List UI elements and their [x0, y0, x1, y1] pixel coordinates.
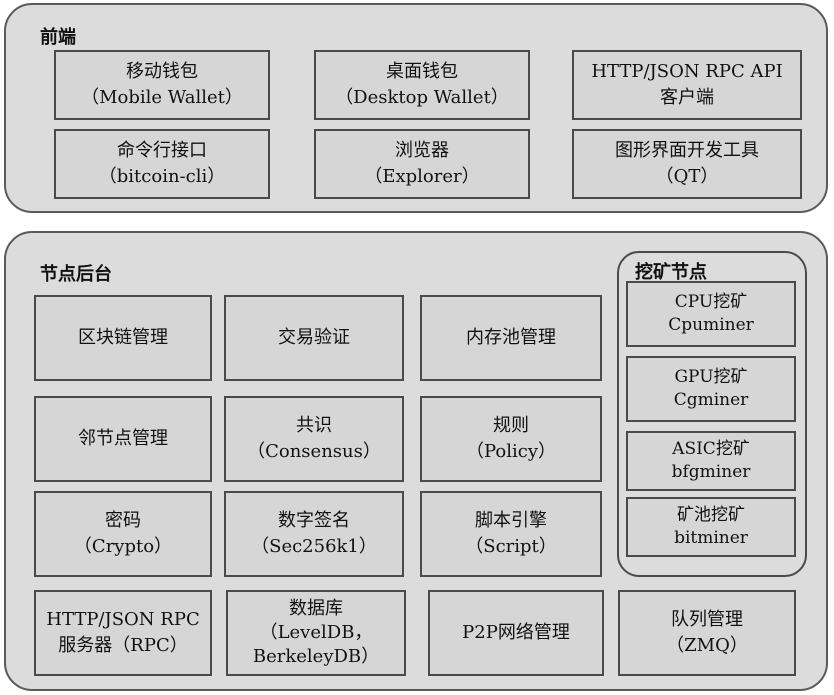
rpc-api-client-sublabel: 客户端: [660, 87, 714, 108]
script-engine-sublabel: （Script）: [465, 536, 557, 557]
policy-label: 规则: [493, 415, 529, 436]
p2p-network-label: P2P网络管理: [462, 622, 570, 643]
rpc-server-label: HTTP/JSON RPC: [46, 609, 200, 630]
mobile-wallet-sublabel: （Mobile Wallet）: [81, 87, 243, 108]
gpu-mining-box: GPU挖矿 Cgminer: [626, 356, 796, 422]
database-sublabel-2: BerkeleyDB）: [252, 646, 380, 667]
rpc-api-client-box: HTTP/JSON RPC API 客户端: [572, 50, 802, 120]
asic-mining-box: ASIC挖矿 bfgminer: [626, 431, 796, 491]
rpc-server-sublabel: 服务器（RPC）: [58, 635, 188, 656]
qt-label: 图形界面开发工具: [615, 140, 759, 161]
crypto-sublabel: （Crypto）: [73, 536, 173, 557]
cli-label: 命令行接口: [117, 140, 207, 161]
peer-management-box: 邻节点管理: [34, 396, 212, 482]
backend-title: 节点后台: [40, 264, 112, 285]
consensus-box: 共识 （Consensus）: [224, 396, 404, 482]
mempool-management-label: 内存池管理: [466, 327, 556, 348]
qt-sublabel: （QT）: [655, 166, 719, 187]
cli-box: 命令行接口 （bitcoin-cli）: [54, 129, 270, 199]
script-engine-box: 脚本引擎 （Script）: [420, 491, 602, 577]
desktop-wallet-label: 桌面钱包: [386, 61, 458, 82]
pool-mining-box: 矿池挖矿 bitminer: [626, 497, 796, 557]
p2p-network-box: P2P网络管理: [428, 590, 604, 676]
consensus-sublabel: （Consensus）: [247, 441, 381, 462]
explorer-box: 浏览器 （Explorer）: [314, 129, 530, 199]
desktop-wallet-sublabel: （Desktop Wallet）: [335, 87, 509, 108]
peer-management-label: 邻节点管理: [78, 428, 168, 449]
database-sublabel: （LevelDB，: [259, 622, 373, 643]
explorer-label: 浏览器: [395, 140, 449, 161]
rpc-server-box: HTTP/JSON RPC 服务器（RPC）: [34, 590, 212, 676]
database-label: 数据库: [289, 598, 343, 619]
pool-mining-label: 矿池挖矿: [677, 505, 745, 525]
signature-label: 数字签名: [278, 510, 350, 531]
mempool-management-box: 内存池管理: [420, 295, 602, 381]
blockchain-management-box: 区块链管理: [34, 295, 212, 381]
script-engine-label: 脚本引擎: [475, 510, 547, 531]
asic-mining-label: ASIC挖矿: [672, 439, 750, 459]
cpu-mining-label: CPU挖矿: [674, 292, 748, 312]
crypto-label: 密码: [105, 510, 141, 531]
mobile-wallet-label: 移动钱包: [126, 61, 198, 82]
policy-box: 规则 （Policy）: [420, 396, 602, 482]
queue-management-label: 队列管理: [671, 609, 743, 630]
frontend-title: 前端: [40, 27, 76, 48]
signature-sublabel: （Sec256k1）: [251, 536, 377, 557]
gpu-mining-sublabel: Cgminer: [673, 390, 749, 410]
explorer-sublabel: （Explorer）: [364, 166, 480, 187]
desktop-wallet-box: 桌面钱包 （Desktop Wallet）: [314, 50, 530, 120]
blockchain-management-label: 区块链管理: [78, 327, 168, 348]
qt-box: 图形界面开发工具 （QT）: [572, 129, 802, 199]
asic-mining-sublabel: bfgminer: [671, 462, 751, 482]
queue-management-sublabel: （ZMQ）: [666, 635, 748, 656]
transaction-validation-label: 交易验证: [278, 327, 350, 348]
rpc-api-client-label: HTTP/JSON RPC API: [591, 61, 783, 82]
database-box: 数据库 （LevelDB， BerkeleyDB）: [226, 590, 406, 676]
transaction-validation-box: 交易验证: [224, 295, 404, 381]
consensus-label: 共识: [296, 415, 332, 436]
cpu-mining-box: CPU挖矿 Cpuminer: [626, 281, 796, 347]
signature-box: 数字签名 （Sec256k1）: [224, 491, 404, 577]
gpu-mining-label: GPU挖矿: [674, 367, 748, 387]
queue-management-box: 队列管理 （ZMQ）: [618, 590, 796, 676]
pool-mining-sublabel: bitminer: [674, 528, 748, 548]
policy-sublabel: （Policy）: [466, 441, 556, 462]
cli-sublabel: （bitcoin-cli）: [98, 166, 226, 187]
crypto-box: 密码 （Crypto）: [34, 491, 212, 577]
cpu-mining-sublabel: Cpuminer: [668, 315, 754, 335]
mining-title: 挖矿节点: [635, 262, 707, 283]
mobile-wallet-box: 移动钱包 （Mobile Wallet）: [54, 50, 270, 120]
